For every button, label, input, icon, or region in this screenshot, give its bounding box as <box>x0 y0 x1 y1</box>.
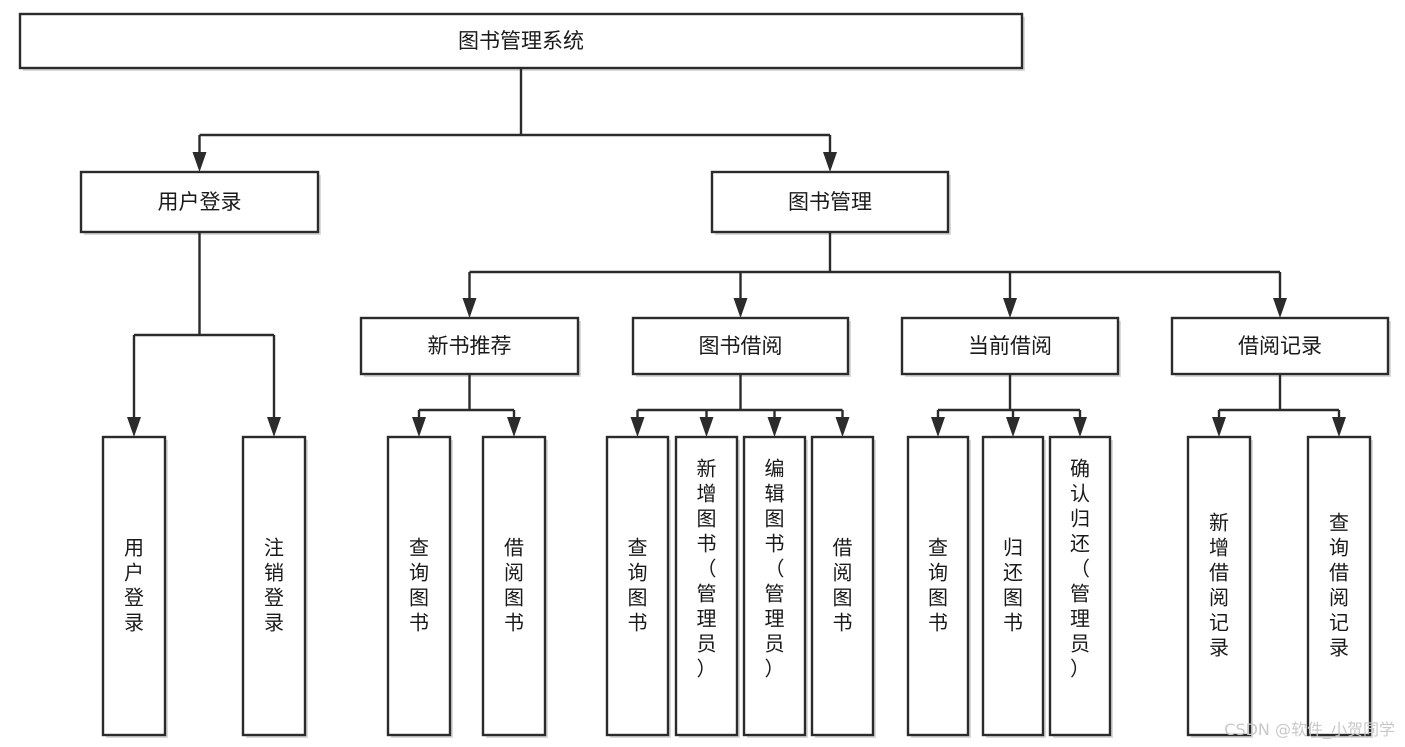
node-book-borrow[interactable]: 图书借阅 <box>631 316 851 377</box>
box-label: 图书借阅 <box>699 334 783 358</box>
box-outline <box>359 316 580 376</box>
box-outline <box>79 170 320 234</box>
arrow-head <box>630 417 645 437</box>
arrow-head <box>931 417 945 437</box>
arrow-head <box>192 152 207 172</box>
box-outline <box>386 435 452 737</box>
box-label-vertical: 查询图书 <box>928 535 948 634</box>
node-leaf-add-borrow-record[interactable]: 新增借阅记录 <box>1186 435 1253 738</box>
box-outline <box>101 435 167 737</box>
box-outline <box>241 435 307 737</box>
box-label: 图书管理 <box>788 190 872 214</box>
box-label-vertical: 注销登录 <box>264 535 284 634</box>
arrow-head <box>699 417 714 437</box>
box-label-vertical: 查询图书 <box>628 535 648 634</box>
arrow-head <box>823 152 837 172</box>
watermark-text: CSDN @软件_小贺同学 <box>1224 720 1395 740</box>
node-root-title[interactable]: 图书管理系统 <box>18 12 1025 71</box>
box-label: 图书管理系统 <box>458 29 584 53</box>
box-outline <box>906 435 970 737</box>
box-label: 用户登录 <box>158 190 242 214</box>
arrow-head <box>267 417 281 437</box>
node-leaf-user-login[interactable]: 用户登录 <box>101 435 168 738</box>
box-label: 借阅记录 <box>1238 334 1322 358</box>
arrow-head <box>462 298 477 318</box>
arrow-head <box>835 417 850 437</box>
node-leaf-query-book-2[interactable]: 查询图书 <box>605 435 671 738</box>
box-label-vertical: 借阅图书 <box>504 535 524 634</box>
arrow-head <box>1332 417 1346 437</box>
box-outline <box>18 12 1024 70</box>
box-outline <box>1186 435 1252 737</box>
box-outline <box>810 435 875 737</box>
box-label-vertical: 借阅图书 <box>833 535 853 634</box>
arrow-head <box>412 417 426 437</box>
box-label-vertical: 新增借阅记录 <box>1209 510 1229 659</box>
box-outline <box>742 435 807 737</box>
arrow-head <box>1006 417 1020 437</box>
arrow-head <box>733 298 748 318</box>
node-leaf-edit-book-admin[interactable]: 编辑图书（管理员） <box>742 435 808 738</box>
box-label-vertical: 新增图书（管理员） <box>697 456 717 680</box>
box-label-vertical: 编辑图书（管理员） <box>765 456 785 680</box>
node-leaf-query-borrow-record[interactable]: 查询借阅记录 <box>1306 435 1373 738</box>
box-label: 当前借阅 <box>968 334 1052 358</box>
box-outline <box>605 435 670 737</box>
arrow-head <box>127 417 141 437</box>
box-outline <box>981 435 1045 737</box>
node-leaf-borrow-book-1[interactable]: 借阅图书 <box>481 435 548 738</box>
node-leaf-confirm-return-admin[interactable]: 确认归还（管理员） <box>1048 435 1113 738</box>
box-label-vertical: 用户登录 <box>124 535 144 634</box>
node-book-management[interactable]: 图书管理 <box>710 170 951 235</box>
box-label: 新书推荐 <box>428 334 512 358</box>
box-outline <box>674 435 739 737</box>
box-outline <box>1306 435 1372 737</box>
arrow-head <box>1273 298 1287 318</box>
box-label-vertical: 查询借阅记录 <box>1329 510 1349 659</box>
box-label-vertical: 确认归还（管理员） <box>1070 456 1090 680</box>
node-leaf-return-book[interactable]: 归还图书 <box>981 435 1046 738</box>
box-outline <box>710 170 950 234</box>
node-leaf-borrow-book-2[interactable]: 借阅图书 <box>810 435 876 738</box>
node-leaf-logout-login[interactable]: 注销登录 <box>241 435 308 738</box>
box-outline <box>1048 435 1112 737</box>
box-label-vertical: 查询图书 <box>409 535 429 634</box>
arrow-head <box>507 417 521 437</box>
box-outline <box>1170 316 1390 376</box>
box-outline <box>900 316 1120 376</box>
node-user-login[interactable]: 用户登录 <box>79 170 321 235</box>
box-label-vertical: 归还图书 <box>1003 535 1023 634</box>
arrow-head <box>767 417 782 437</box>
node-new-book-recommend[interactable]: 新书推荐 <box>359 316 581 377</box>
node-borrow-record[interactable]: 借阅记录 <box>1170 316 1391 377</box>
arrow-head <box>1073 417 1087 437</box>
box-outline <box>481 435 547 737</box>
arrow-head <box>1212 417 1226 437</box>
node-leaf-add-book-admin[interactable]: 新增图书（管理员） <box>674 435 740 738</box>
node-leaf-query-book-1[interactable]: 查询图书 <box>386 435 453 738</box>
node-leaf-query-book-3[interactable]: 查询图书 <box>906 435 971 738</box>
node-current-borrow[interactable]: 当前借阅 <box>900 316 1121 377</box>
arrow-head <box>1003 298 1017 318</box>
